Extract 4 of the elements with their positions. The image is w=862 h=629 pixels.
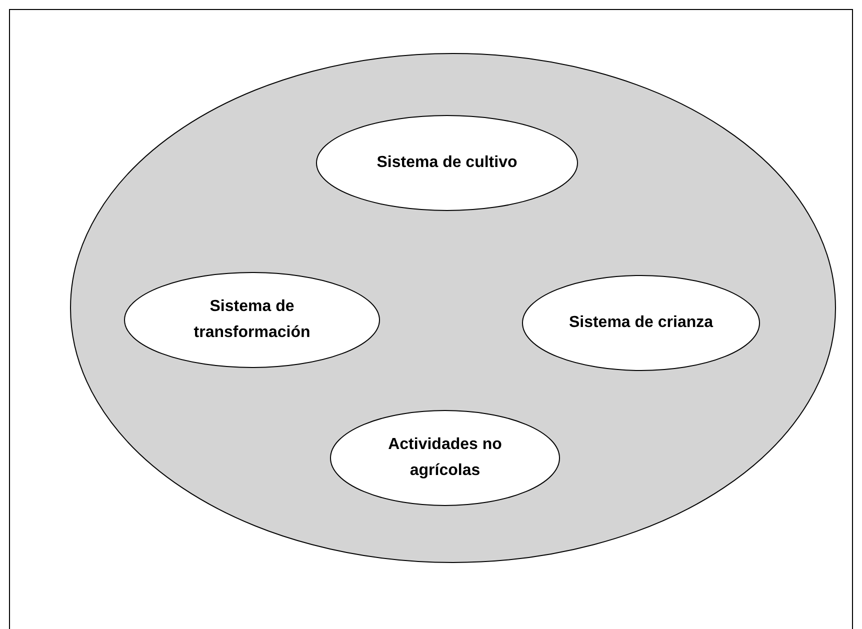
node-label: Actividades no agrícolas bbox=[387, 435, 503, 481]
node-label: Sistema de transformación bbox=[192, 297, 312, 343]
node-label: Sistema de crianza bbox=[568, 313, 714, 334]
node-label: Sistema de cultivo bbox=[376, 153, 518, 174]
